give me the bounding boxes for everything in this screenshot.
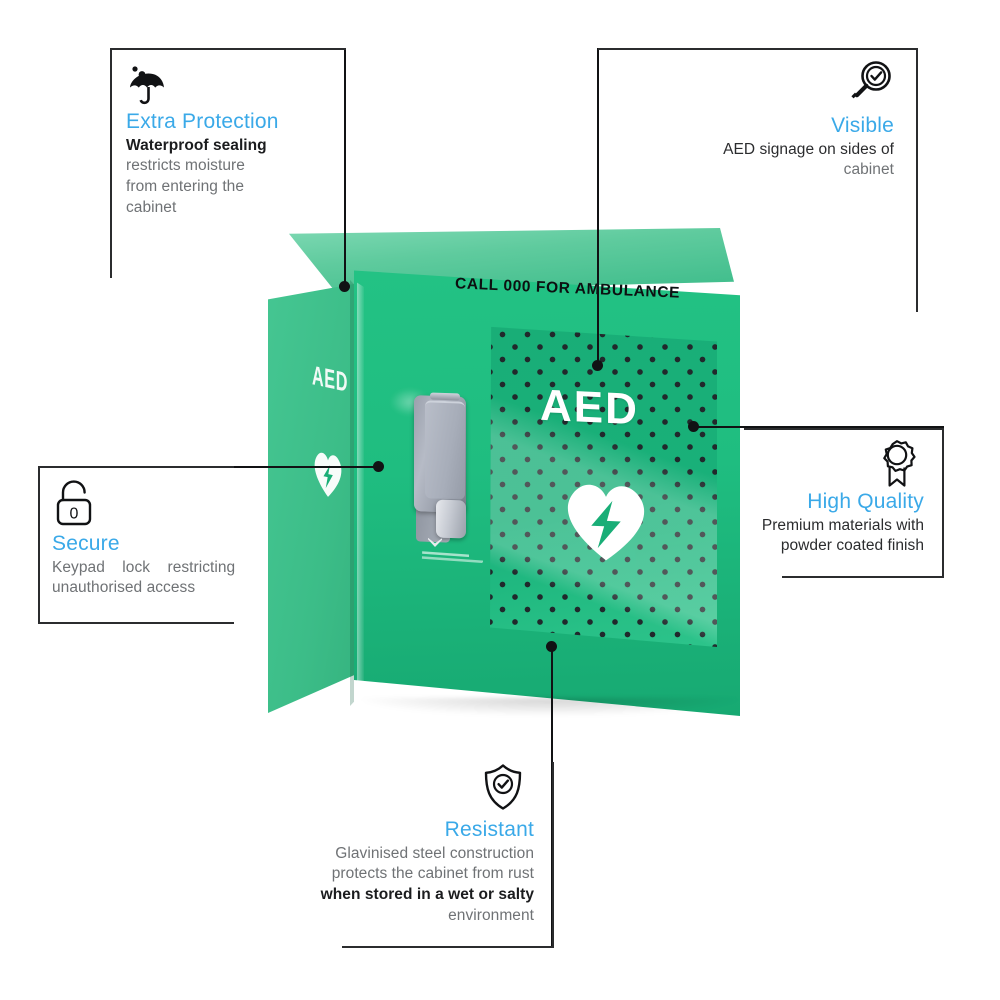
award-ribbon-icon xyxy=(874,438,920,490)
magnifier-check-icon xyxy=(846,58,894,108)
leader-line-resistant xyxy=(551,646,553,946)
callout-extra-protection-line-3: from entering the xyxy=(126,177,245,195)
front-heart-logo-icon xyxy=(557,471,655,567)
callout-high-quality-line-1: Premium materials with xyxy=(761,516,924,534)
front-aed-label: AED xyxy=(540,380,639,435)
callout-resistant: Resistant Glavinised steel construction … xyxy=(290,762,554,948)
callout-visible-right-rule xyxy=(916,48,918,312)
callout-extra-protection: Extra Protection Waterproof sealing rest… xyxy=(110,48,346,286)
callout-resistant-right-rule xyxy=(552,762,554,948)
cabinet-ground-shadow xyxy=(360,698,740,716)
lock-cover-flap[interactable] xyxy=(425,400,465,500)
callout-secure-line-2: unauthorised access xyxy=(52,579,196,597)
leader-line-high-quality xyxy=(694,426,944,428)
callout-secure-line-1: Keypad lock restricting xyxy=(52,558,236,576)
callout-high-quality-right-rule xyxy=(942,428,944,578)
callout-visible-line-2: cabinet xyxy=(843,161,894,179)
leader-dot-visible xyxy=(592,360,603,371)
umbrella-icon xyxy=(126,60,172,108)
callout-high-quality-title: High Quality xyxy=(807,490,924,513)
callout-secure-top-rule xyxy=(38,466,234,468)
callout-resistant-bottom-rule xyxy=(342,946,554,948)
leader-dot-extra-protection xyxy=(339,281,350,292)
callout-secure: 0 Secure Keypad lock restricting unautho… xyxy=(38,466,236,624)
callout-resistant-line-4: environment xyxy=(448,906,534,924)
callout-visible-line-1: AED signage on sides of xyxy=(723,140,894,158)
leader-dot-resistant xyxy=(546,641,557,652)
lock-hinge xyxy=(430,392,460,401)
side-heart-logo-icon xyxy=(312,440,344,507)
callout-secure-bottom-rule xyxy=(38,622,234,624)
callout-visible-top-rule xyxy=(598,48,918,50)
leader-dot-secure xyxy=(373,461,384,472)
leader-dot-high-quality xyxy=(688,421,699,432)
callout-resistant-line-2: protects the cabinet from rust xyxy=(331,865,534,883)
callout-extra-protection-line-4: cabinet xyxy=(126,198,177,216)
shield-check-icon xyxy=(480,762,526,812)
callout-extra-protection-line-1: Waterproof sealing xyxy=(126,136,267,154)
callout-secure-left-rule xyxy=(38,466,40,624)
callout-resistant-title: Resistant xyxy=(444,818,534,841)
keypad-lock[interactable] xyxy=(410,392,501,568)
cabinet-door-seam-shadow xyxy=(350,280,354,706)
callout-visible-title: Visible xyxy=(831,114,894,137)
callout-extra-protection-left-rule xyxy=(110,48,112,278)
leader-line-extra-protection xyxy=(344,48,346,286)
aed-dotted-sticker-panel xyxy=(490,326,717,647)
padlock-keypad-icon: 0 xyxy=(52,478,98,530)
leader-line-visible xyxy=(597,48,599,366)
callout-extra-protection-top-rule xyxy=(110,48,346,50)
callout-visible: Visible AED signage on sides of cabinet xyxy=(598,48,918,312)
callout-resistant-line-1: Glavinised steel construction xyxy=(335,844,534,862)
callout-high-quality-line-2: powder coated finish xyxy=(780,537,924,555)
callout-high-quality-top-rule xyxy=(744,428,944,430)
callout-high-quality: High Quality Premium materials with powd… xyxy=(744,428,944,578)
svg-text:0: 0 xyxy=(70,506,79,523)
callout-secure-title: Secure xyxy=(52,532,120,555)
cabinet-door-seam xyxy=(357,282,364,708)
callout-resistant-line-3: when stored in a wet or salty xyxy=(320,885,534,903)
lock-knob[interactable] xyxy=(436,499,466,539)
callout-high-quality-bottom-rule xyxy=(782,576,944,578)
callout-extra-protection-title: Extra Protection xyxy=(126,110,279,133)
callout-extra-protection-line-2: restricts moisture xyxy=(126,157,245,175)
